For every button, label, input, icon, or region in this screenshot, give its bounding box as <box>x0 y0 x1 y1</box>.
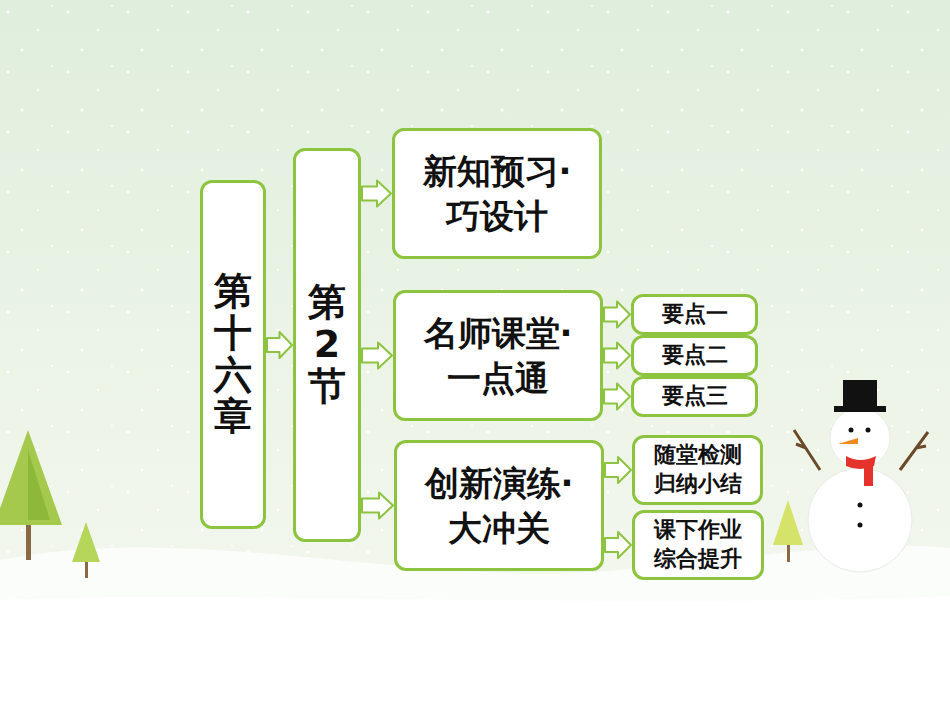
block-arrow <box>362 493 393 519</box>
block-arrow <box>604 384 630 410</box>
block-arrow <box>605 532 631 558</box>
block-arrow <box>604 302 630 328</box>
topic-box: 新知预习· 巧设计 <box>392 128 602 259</box>
vertical-title: 第2节 <box>308 282 346 407</box>
exercise-box: 随堂检测 归纳小结 <box>632 435 763 505</box>
point-box: 要点二 <box>631 335 758 376</box>
chapter-box: 第十六章 <box>200 180 266 529</box>
point-box: 要点三 <box>631 376 758 417</box>
box-label: 要点一 <box>662 300 728 329</box>
box-label: 要点三 <box>662 382 728 411</box>
block-arrow <box>605 457 631 483</box>
box-label: 新知预习· 巧设计 <box>402 149 592 237</box>
box-label: 要点二 <box>662 341 728 370</box>
block-arrow <box>362 181 391 207</box>
box-label: 随堂检测 归纳小结 <box>642 441 753 498</box>
section-box: 第2节 <box>293 148 361 542</box>
box-label: 课下作业 综合提升 <box>642 516 754 573</box>
block-arrow <box>604 343 630 369</box>
box-label: 名师课堂· 一点通 <box>403 311 593 399</box>
topic-box: 名师课堂· 一点通 <box>393 290 603 421</box>
box-label: 创新演练· 大冲关 <box>404 461 594 549</box>
topic-box: 创新演练· 大冲关 <box>394 440 604 571</box>
exercise-box: 课下作业 综合提升 <box>632 510 764 580</box>
block-arrow <box>362 343 392 369</box>
vertical-title: 第十六章 <box>214 271 252 438</box>
block-arrow <box>267 332 292 358</box>
point-box: 要点一 <box>631 294 758 335</box>
